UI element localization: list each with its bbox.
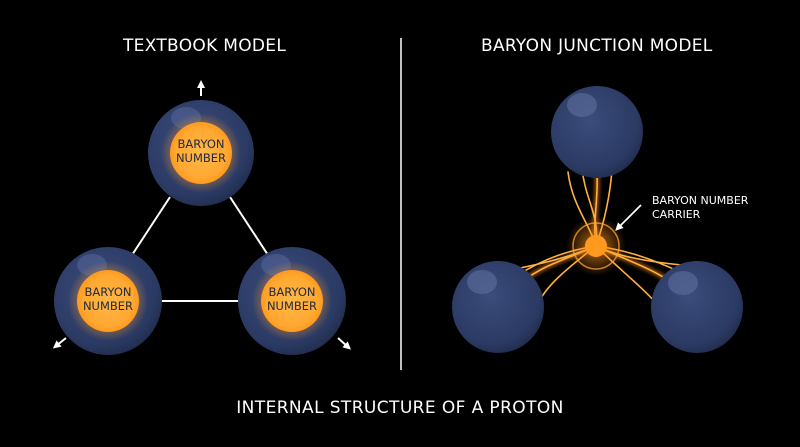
baryon-number-core xyxy=(170,122,232,184)
quark-bottom-left: BARYON NUMBER xyxy=(54,247,162,355)
callout-arrow-icon xyxy=(615,204,642,231)
baryon-label-line1: BARYON xyxy=(268,285,315,299)
textbook-model-title: TEXTBOOK MODEL xyxy=(123,36,287,56)
junction-model-diagram: BARYON NUMBER CARRIER xyxy=(452,86,749,353)
quark-bottom-right: BARYON NUMBER xyxy=(238,247,346,355)
quark-sphere xyxy=(452,261,544,353)
quark-sphere xyxy=(651,261,743,353)
arrow-down-right-icon xyxy=(337,337,351,350)
junction-quark-right xyxy=(651,261,743,353)
baryon-number-carrier xyxy=(585,235,607,257)
baryon-label-line2: NUMBER xyxy=(267,299,317,313)
baryon-number-core xyxy=(77,270,139,332)
junction-label-line2: CARRIER xyxy=(652,208,701,221)
junction-ring xyxy=(572,222,620,270)
baryon-label-line2: NUMBER xyxy=(176,151,226,165)
quark-highlight xyxy=(567,93,597,117)
quark-highlight xyxy=(668,271,698,295)
junction-quark-left xyxy=(452,261,544,353)
quark-highlight xyxy=(467,270,497,294)
bond-line-top-left xyxy=(131,196,171,256)
baryon-label-line1: BARYON xyxy=(177,137,224,151)
baryon-label-line2: NUMBER xyxy=(83,299,133,313)
junction-quark-top xyxy=(551,86,643,178)
junction-model-title: BARYON JUNCTION MODEL xyxy=(481,36,713,56)
baryon-number-core xyxy=(261,270,323,332)
quark-top: BARYON NUMBER xyxy=(148,100,254,206)
baryon-junction xyxy=(566,216,626,276)
quark-sphere xyxy=(551,86,643,178)
figure-caption: INTERNAL STRUCTURE OF A PROTON xyxy=(236,398,564,418)
textbook-model-diagram: BARYON NUMBER BARYON NUMBER BARYON NUMBE… xyxy=(52,80,351,355)
junction-label-line1: BARYON NUMBER xyxy=(652,194,749,207)
arrow-down-left-icon xyxy=(52,337,67,349)
bond-line-top-right xyxy=(229,196,269,256)
baryon-label-line1: BARYON xyxy=(84,285,131,299)
